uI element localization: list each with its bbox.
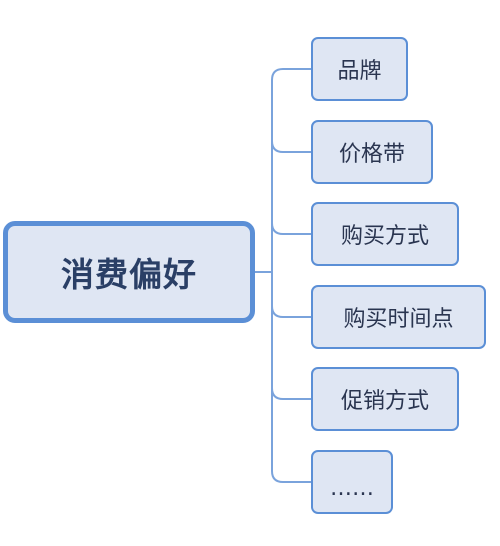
child-node-ellipsis[interactable]: …… xyxy=(311,450,393,514)
child-node-purchase-method[interactable]: 购买方式 xyxy=(311,202,459,266)
child-node-price-band[interactable]: 价格带 xyxy=(311,120,433,184)
root-node[interactable]: 消费偏好 xyxy=(3,221,255,323)
trunk-line xyxy=(271,68,284,483)
branch-line xyxy=(271,387,311,400)
child-label: 购买方式 xyxy=(340,224,429,249)
root-label: 消费偏好 xyxy=(61,255,197,294)
child-label: …… xyxy=(330,475,374,501)
branch-line xyxy=(271,222,311,235)
child-node-purchase-time[interactable]: 购买时间点 xyxy=(311,285,486,349)
child-node-brand[interactable]: 品牌 xyxy=(311,37,408,101)
child-label: 价格带 xyxy=(338,142,405,167)
branch-line xyxy=(271,305,311,318)
child-node-promotion-method[interactable]: 促销方式 xyxy=(311,367,459,431)
child-label: 购买时间点 xyxy=(343,307,454,332)
branch-line xyxy=(271,140,311,153)
child-label: 品牌 xyxy=(337,59,382,84)
child-label: 促销方式 xyxy=(340,389,429,414)
